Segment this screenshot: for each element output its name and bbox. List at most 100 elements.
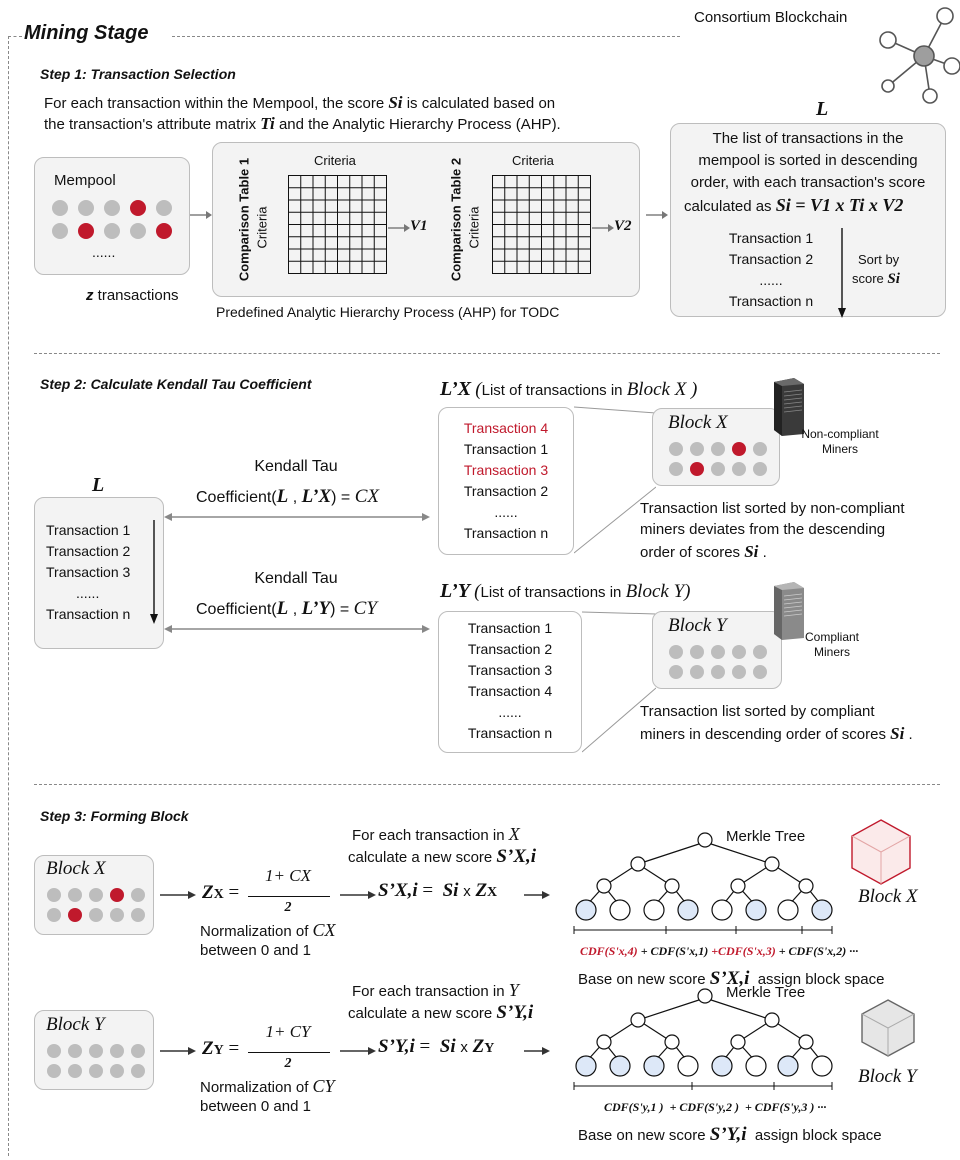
sorted-desc-line3: order, with each transaction's score <box>690 174 926 191</box>
sort-arrow <box>838 228 846 318</box>
cdf-x-4: CDF(S'x,4) <box>580 944 638 958</box>
cdf-x-1: + CDF(S'x,1) <box>640 944 709 958</box>
stage-top-border <box>172 36 680 37</box>
L-symbol-step1: L <box>816 98 829 120</box>
step1-desc-line1: For each transaction within the Mempool,… <box>44 93 556 112</box>
server-icon <box>774 378 804 436</box>
new-score-y-line1: For each transaction in Y <box>352 980 519 1000</box>
list-item: Transaction n <box>463 525 549 541</box>
list-item: Transaction 1 <box>463 441 549 457</box>
block-y-label-step3: Block Y <box>858 1066 917 1087</box>
list-item: Transaction 1 <box>728 230 814 246</box>
ly-title: L’Y (List of transactions in Block Y) <box>440 580 691 602</box>
sorted-list-box <box>670 123 946 317</box>
l-list-box <box>34 497 164 649</box>
x-note-line2: miners deviates from the descending <box>640 521 886 538</box>
new-score-y-line2: calculate a new score S’Y,i <box>348 1002 534 1023</box>
sorted-tx-list: Transaction 1 Transaction 2 ...... Trans… <box>716 228 826 312</box>
stage-left-corner <box>8 36 22 37</box>
comparison-table-1-label: Comparison Table 1 <box>236 157 252 282</box>
sorted-desc-line2: mempool is sorted in descending <box>698 152 918 169</box>
zy-fraction-bar <box>248 1052 330 1053</box>
kendall-arrow-y <box>164 625 430 633</box>
list-item: Transaction 4 <box>467 683 553 699</box>
criteria-grid-2 <box>492 175 591 274</box>
lx-title: L’X (List of transactions in Block X ) <box>440 378 698 400</box>
ly-connector <box>582 611 656 753</box>
list-item: ...... <box>498 704 522 720</box>
mempool-ellipsis: ...... <box>92 244 116 260</box>
cdf-y-1: CDF(S'y,1 ) <box>604 1100 664 1114</box>
score-formula: Si = V1 x Ti x V2 <box>775 195 904 215</box>
step2-title: Step 2: Calculate Kendall Tau Coefficien… <box>40 376 312 392</box>
kendall-coef-y: Coefficient(L , L’Y) = CY <box>196 598 377 619</box>
v2-label: V2 <box>614 218 632 234</box>
kendall-label-x: Kendall Tau <box>254 458 338 475</box>
block-y-title: Block Y <box>668 615 727 636</box>
block-x-title-step3: Block X <box>46 858 106 879</box>
arrow-block-y-zy <box>160 1047 196 1055</box>
comparison-table-2-label: Comparison Table 2 <box>448 157 464 282</box>
criteria-grid-1 <box>288 175 387 274</box>
server-icon <box>774 582 804 640</box>
zx-lhs: ZX = <box>202 882 240 903</box>
norm-x-line2: between 0 and 1 <box>200 942 311 959</box>
merkle-label-y: Merkle Tree <box>726 984 806 1001</box>
list-item: Transaction 2 <box>463 483 549 499</box>
cdf-x-2: + CDF(S'x,2) ··· <box>778 944 859 958</box>
zy-numerator: 1+ CY <box>265 1022 311 1041</box>
lx-tx-list: Transaction 4 Transaction 1 Transaction … <box>446 418 566 544</box>
list-item: ...... <box>76 585 100 601</box>
criteria-side-2: Criteria <box>466 206 482 249</box>
block-x-title: Block X <box>668 412 728 433</box>
list-item: Transaction n <box>467 725 553 741</box>
block-y-title-step3: Block Y <box>46 1014 105 1035</box>
L-symbol-step2: L <box>92 474 105 496</box>
merkle-tree-y <box>573 988 833 1090</box>
block-x-label-step3: Block X <box>858 886 918 907</box>
arrow-block-x-zx <box>160 891 196 899</box>
ahp-caption: Predefined Analytic Hierarchy Process (A… <box>216 304 560 320</box>
ahp-panel <box>212 142 640 297</box>
criteria-side-1: Criteria <box>254 206 270 249</box>
consortium-label: Consortium Blockchain <box>694 9 848 26</box>
block-x-dots-step3 <box>47 888 145 922</box>
norm-y-line1: Normalization of CY <box>200 1076 335 1096</box>
new-score-x-line1: For each transaction in X <box>352 824 520 844</box>
divider-1 <box>34 353 940 354</box>
list-item: Transaction 1 <box>467 620 553 636</box>
list-item: Transaction 3 <box>463 462 549 478</box>
cdf-x-3: +CDF(S'x,3) <box>711 944 776 958</box>
cdf-y-2: + CDF(S'y,2 ) <box>669 1100 739 1114</box>
stage-left-border <box>8 36 9 1156</box>
arrow-ahp-sorted <box>646 211 668 219</box>
arrow-sx-tree <box>524 891 550 899</box>
merkle-label-x: Merkle Tree <box>726 828 806 845</box>
list-item: Transaction 3 <box>46 564 131 580</box>
arrow-v2 <box>592 224 614 232</box>
list-item: Transaction 3 <box>467 662 553 678</box>
divider-2 <box>34 784 940 785</box>
sorted-desc-line1: The list of transactions in the <box>712 130 904 147</box>
list-item: ...... <box>759 272 783 288</box>
lx-list-box <box>438 407 574 555</box>
step1-title: Step 1: Transaction Selection <box>40 66 236 82</box>
list-item: Transaction 1 <box>46 522 131 538</box>
list-item: Transaction n <box>728 293 814 309</box>
list-item: Transaction n <box>46 606 131 622</box>
block-y-cube-icon <box>861 999 915 1057</box>
l-sort-arrow <box>150 520 158 624</box>
criteria-top-1: Criteria <box>314 153 356 168</box>
new-score-x-line2: calculate a new score S’X,i <box>348 846 537 867</box>
sort-score-label: score Si <box>852 271 900 287</box>
list-item: Transaction 4 <box>463 420 549 436</box>
cdf-y-3: + CDF(S'y,3 ) ··· <box>744 1100 827 1114</box>
step3-title: Step 3: Forming Block <box>40 808 189 824</box>
cdf-y-row: CDF(S'y,1 ) + CDF(S'y,2 ) + CDF(S'y,3 ) … <box>604 1100 826 1115</box>
kendall-coef-x: Coefficient(L , L’X) = CX <box>196 486 379 507</box>
step1-desc-line2: the transaction's attribute matrix Ti an… <box>44 114 561 133</box>
x-note-line3: order of scores Si . <box>640 542 767 561</box>
arrow-v1 <box>388 224 410 232</box>
sorted-desc-line4: calculated as Si = V1 x Ti x V2 <box>684 195 904 215</box>
